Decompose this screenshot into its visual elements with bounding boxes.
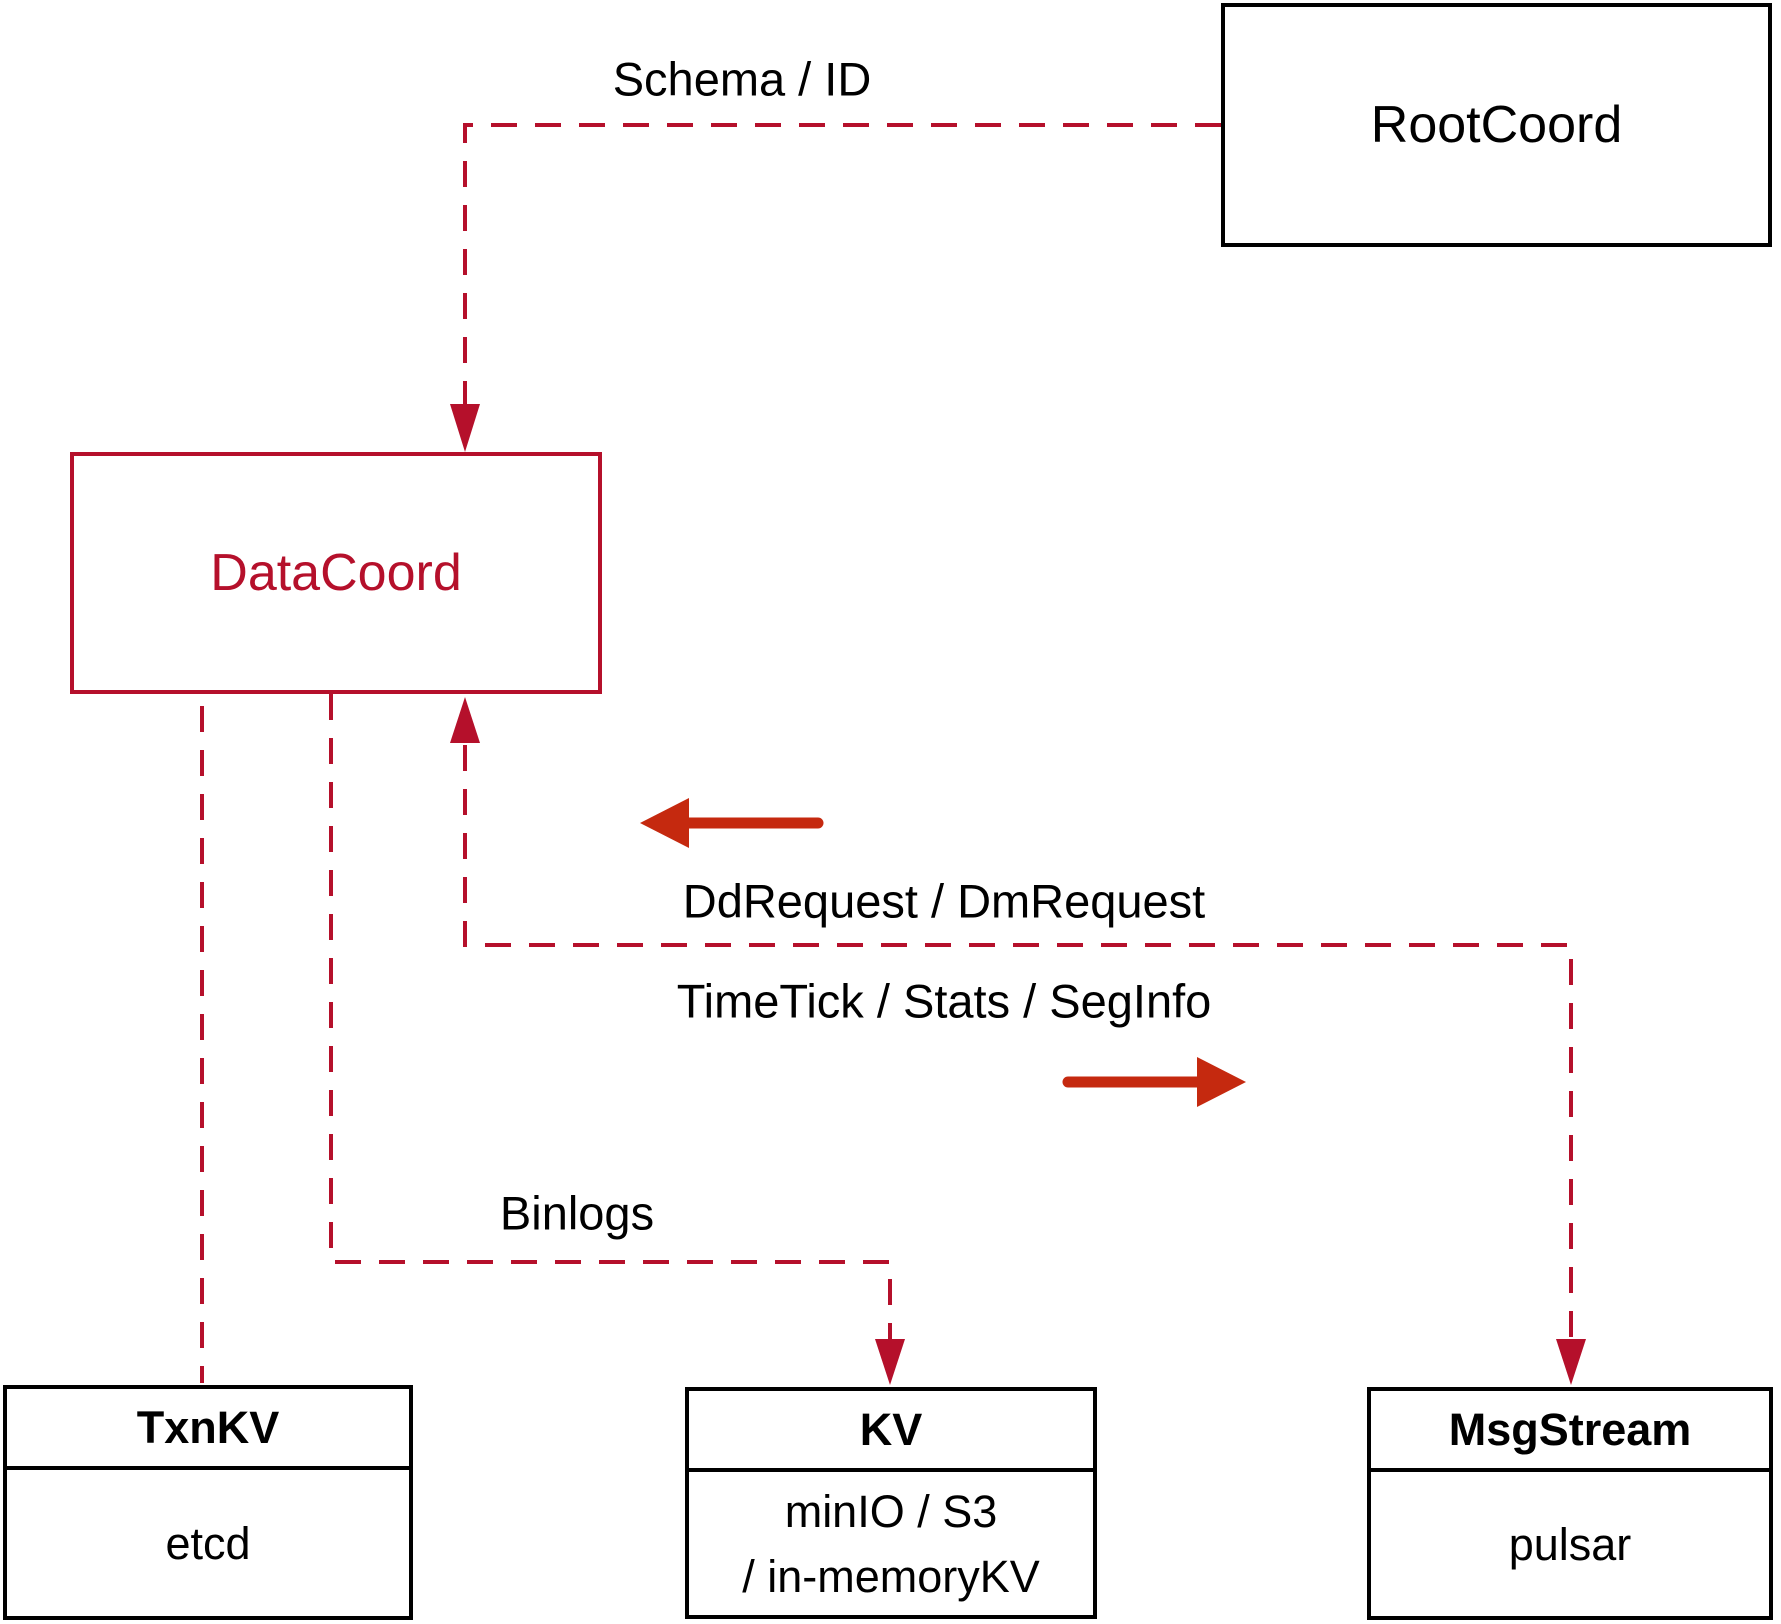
node-datacoord-label: DataCoord: [210, 544, 462, 602]
edge-datacoord-up-arrowhead-icon: [450, 697, 480, 743]
edge-label-ddrequest-dmrequest: DdRequest / DmRequest: [682, 874, 1206, 928]
node-kv-header: KV: [689, 1391, 1093, 1472]
edge-schema-id-line: [463, 123, 1221, 404]
edge-binlogs-arrowhead-icon: [875, 1339, 905, 1385]
edge-label-timetick-stats-seginfo: TimeTick / Stats / SegInfo: [676, 974, 1212, 1028]
node-datacoord: DataCoord: [70, 452, 602, 694]
node-kv-body-line-1: minIO / S3: [784, 1485, 998, 1537]
node-msgstream-body-label: pulsar: [1508, 1518, 1632, 1570]
edge-schema-id-arrowhead-icon: [450, 404, 480, 452]
node-msgstream-body: pulsar: [1371, 1472, 1769, 1616]
edge-msgstream-down-arrowhead-icon: [1556, 1339, 1586, 1385]
node-kv: KV minIO / S3 / in-memoryKV: [685, 1387, 1097, 1619]
node-msgstream-header: MsgStream: [1371, 1391, 1769, 1472]
node-txnkv: TxnKV etcd: [3, 1385, 413, 1620]
direction-left-arrow-icon: [640, 798, 689, 848]
direction-right-arrow-icon: [1197, 1057, 1246, 1107]
node-kv-body: minIO / S3 / in-memoryKV: [689, 1472, 1093, 1615]
node-txnkv-body: etcd: [7, 1470, 409, 1616]
edge-binlogs-line: [329, 694, 892, 1339]
node-msgstream: MsgStream pulsar: [1367, 1387, 1773, 1620]
node-txnkv-body-label: etcd: [165, 1517, 251, 1569]
node-kv-body-line-2: / in-memoryKV: [742, 1550, 1040, 1602]
node-txnkv-header: TxnKV: [7, 1389, 409, 1470]
edge-msgstream-datacoord-line: [463, 745, 1573, 1339]
edge-label-schema-id: Schema / ID: [612, 52, 872, 106]
node-rootcoord: RootCoord: [1221, 3, 1772, 247]
edge-label-binlogs: Binlogs: [499, 1186, 655, 1240]
node-rootcoord-label: RootCoord: [1370, 96, 1623, 154]
